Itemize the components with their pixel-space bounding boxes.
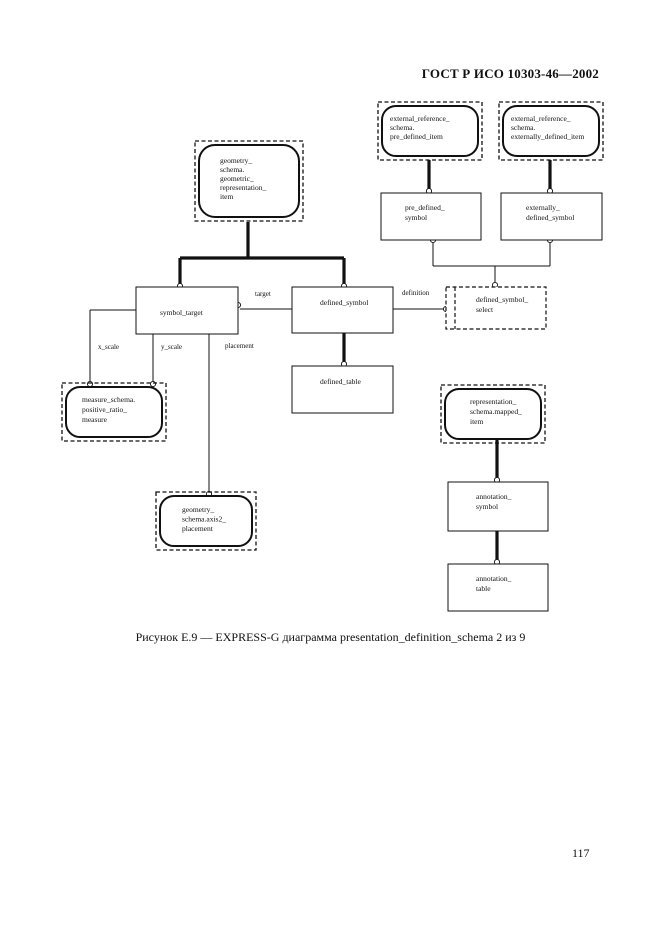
label-line: symbol <box>405 213 427 222</box>
relation-label-y-scale: y_scale <box>161 343 182 351</box>
document-id-header: ГОСТ Р ИСО 10303-46—2002 <box>421 66 599 81</box>
entity-defined-symbol: defined_symbol <box>291 286 394 334</box>
entity-pre-defined-symbol-label: pre_defined_symbol <box>405 203 445 222</box>
label-line: geometry_ <box>182 505 214 514</box>
label-line: schema.axis2_ <box>182 515 226 524</box>
label-line: annotation_ <box>476 574 512 583</box>
label-line: representation_ <box>220 183 266 192</box>
label-line: select <box>476 305 494 314</box>
label-line: pre_defined_ <box>405 203 445 212</box>
end-circle-x-scale <box>86 380 94 388</box>
relation-label-x-scale: x_scale <box>98 343 119 351</box>
ref-geometric-representation-item: geometry_schema.geometric_representation… <box>194 140 304 222</box>
select-defined-symbol-select: defined_symbol_select <box>445 286 547 330</box>
end-circle-y-scale <box>149 380 157 388</box>
ref-axis2-placement: geometry_schema.axis2_placement <box>155 491 257 551</box>
label-line: symbol <box>476 502 498 511</box>
label-line: externally_defined_item <box>511 132 584 141</box>
label-line: external_reference_ <box>390 114 450 123</box>
label-line: symbol_target <box>160 308 204 317</box>
label-line: measure <box>82 415 108 424</box>
figure-caption: Рисунок Е.9 — EXPRESS-G диаграмма presen… <box>135 630 526 644</box>
label-line: geometric_ <box>220 174 254 183</box>
label-line: defined_table <box>320 377 361 386</box>
relation-label-target: target <box>255 290 271 298</box>
entity-annotation-symbol: annotation_symbol <box>447 481 549 532</box>
ref-externally-defined-item-label: external_reference_schema.externally_def… <box>511 114 584 141</box>
label-line: schema. <box>390 123 414 132</box>
label-line: geometry_ <box>220 156 252 165</box>
label-line: defined_symbol <box>526 213 574 222</box>
label-line: defined_symbol_ <box>476 295 528 304</box>
entity-externally-defined-symbol-label: externally_defined_symbol <box>526 203 574 222</box>
entity-pre-defined-symbol: pre_defined_symbol <box>380 192 482 241</box>
page-number: 117 <box>572 846 590 860</box>
ref-pre-defined-item-label: external_reference_schema.pre_defined_it… <box>390 114 450 141</box>
entity-symbol-target-label: symbol_target <box>160 308 204 317</box>
label-line: schema.mapped_ <box>470 407 522 416</box>
ref-externally-defined-item: external_reference_schema.externally_def… <box>498 101 604 161</box>
entity-defined-table: defined_table <box>291 365 394 414</box>
label-line: item <box>470 417 483 426</box>
ref-mapped-item-label: representation_schema.mapped_item <box>470 397 522 426</box>
ref-pre-defined-item: external_reference_schema.pre_defined_it… <box>377 101 483 161</box>
label-line: schema. <box>220 165 244 174</box>
select-defined-symbol-select-label: defined_symbol_select <box>476 295 528 314</box>
entity-defined-table-label: defined_table <box>320 377 361 386</box>
entity-symbol-target: symbol_target <box>135 286 239 335</box>
entity-defined-symbol-label: defined_symbol <box>320 298 368 307</box>
label-line: representation_ <box>470 397 516 406</box>
label-line: table <box>476 584 491 593</box>
ref-positive-ratio-measure-label: measure_schema.positive_ratio_measure <box>82 395 135 424</box>
label-line: measure_schema. <box>82 395 135 404</box>
entity-annotation-table: annotation_table <box>447 563 549 612</box>
label-line: placement <box>182 524 214 533</box>
ref-mapped-item: representation_schema.mapped_item <box>440 384 546 444</box>
relation-label-placement: placement <box>225 342 254 350</box>
label-line: item <box>220 192 233 201</box>
ref-axis2-placement-label: geometry_schema.axis2_placement <box>182 505 226 533</box>
label-line: defined_symbol <box>320 298 368 307</box>
label-line: external_reference_ <box>511 114 571 123</box>
label-line: pre_defined_item <box>390 132 443 141</box>
entity-annotation-table-label: annotation_table <box>476 574 512 593</box>
ref-positive-ratio-measure: measure_schema.positive_ratio_measure <box>61 382 167 442</box>
label-line: externally_ <box>526 203 560 212</box>
relation-label-definition: definition <box>402 289 430 297</box>
ref-geometric-representation-item-label: geometry_schema.geometric_representation… <box>220 156 266 201</box>
entity-annotation-symbol-label: annotation_symbol <box>476 492 512 511</box>
entity-externally-defined-symbol: externally_defined_symbol <box>500 192 603 241</box>
label-line: schema. <box>511 123 535 132</box>
label-line: positive_ratio_ <box>82 405 127 414</box>
label-line: annotation_ <box>476 492 512 501</box>
